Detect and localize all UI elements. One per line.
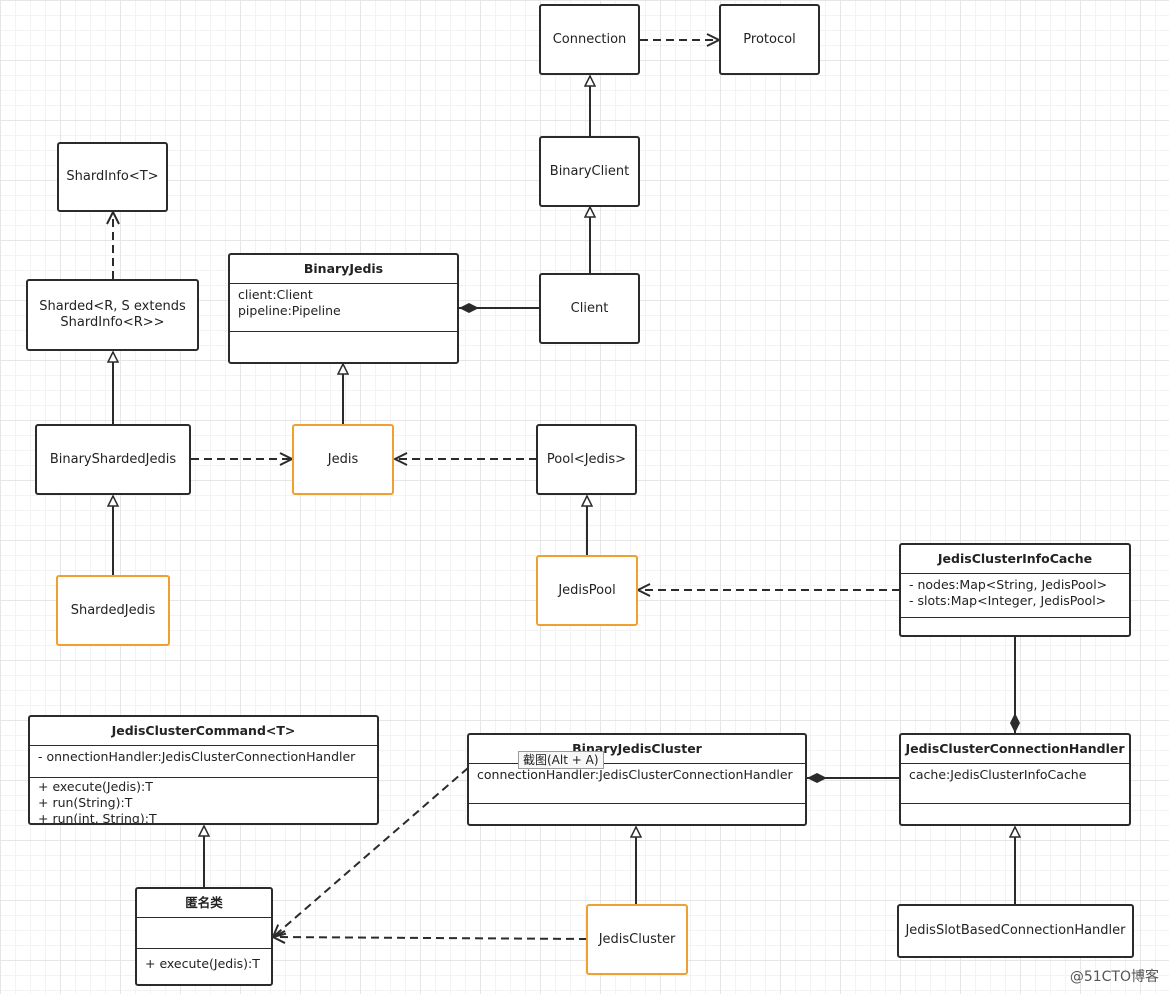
class-binary-cluster-attributes: connectionHandler:JedisClusterConnection… [469,763,805,803]
node-jedis-cluster-label: JedisCluster [598,931,676,947]
node-jedis-pool-label: JedisPool [558,582,616,598]
class-handler[interactable]: JedisClusterConnectionHandler cache:Jedi… [899,733,1131,826]
node-sharded-jedis[interactable]: ShardedJedis [56,575,170,646]
class-command-methods: + execute(Jedis):T + run(String):T + run… [30,777,377,823]
class-info-cache-name: JedisClusterInfoCache [937,551,1093,566]
class-handler-attributes: cache:JedisClusterInfoCache [901,763,1129,803]
node-binary-client[interactable]: BinaryClient [539,136,640,207]
class-command[interactable]: JedisClusterCommand<T> - onnectionHandle… [28,715,379,825]
class-anon[interactable]: 匿名类 + execute(Jedis):T [135,887,273,986]
class-info-cache[interactable]: JedisClusterInfoCache - nodes:Map<String… [899,543,1131,637]
node-sharded-jedis-label: ShardedJedis [70,602,156,618]
node-protocol[interactable]: Protocol [719,4,820,75]
node-client[interactable]: Client [539,273,640,344]
watermark: @51CTO博客 [1069,969,1159,985]
attribute: connectionHandler:JedisClusterConnection… [477,767,793,782]
class-info-cache-attributes: - nodes:Map<String, JedisPool> - slots:M… [901,573,1129,617]
attribute: - slots:Map<Integer, JedisPool> [909,593,1107,608]
node-pool-label: Pool<Jedis> [546,451,627,467]
class-command-name: JedisClusterCommand<T> [111,723,296,738]
class-handler-methods [901,803,1129,824]
attribute: client:Client [238,287,313,302]
method: + execute(Jedis):T [145,956,260,971]
node-sharded[interactable]: Sharded<R, S extends ShardInfo<R>> [26,279,199,351]
class-info-cache-methods [901,617,1129,635]
class-binary-jedis-attributes: client:Client pipeline:Pipeline [230,283,457,331]
node-connection-label: Connection [552,31,627,47]
node-jedis[interactable]: Jedis [292,424,394,495]
class-handler-name: JedisClusterConnectionHandler [905,741,1125,756]
class-binary-cluster[interactable]: BinaryJedisCluster connectionHandler:Jed… [467,733,807,826]
class-binary-jedis-name: BinaryJedis [303,261,384,276]
class-binary-jedis[interactable]: BinaryJedis client:Client pipeline:Pipel… [228,253,459,364]
attribute: cache:JedisClusterInfoCache [909,767,1087,782]
edge-binarycluster-anon [273,767,469,937]
node-jedis-label: Jedis [327,451,359,467]
class-binary-jedis-methods [230,331,457,362]
node-client-label: Client [570,300,609,316]
method: + execute(Jedis):T [38,779,153,794]
class-binary-cluster-name: BinaryJedisCluster [572,741,702,756]
node-slot-handler-label: JedisSlotBasedConnectionHandler [905,923,1126,938]
node-connection[interactable]: Connection [539,4,640,75]
node-binary-client-label: BinaryClient [549,163,630,179]
class-anon-name: 匿名类 [185,895,223,910]
node-sharded-label: Sharded<R, S extends ShardInfo<R>> [39,299,186,330]
class-binary-cluster-methods [469,803,805,824]
node-pool[interactable]: Pool<Jedis> [536,424,637,495]
node-slot-handler[interactable]: JedisSlotBasedConnectionHandler [897,904,1134,958]
attribute: - nodes:Map<String, JedisPool> [909,577,1108,592]
method: + run(int, String):T [38,811,157,823]
node-jedis-cluster[interactable]: JedisCluster [586,904,688,975]
method: + run(String):T [38,795,133,810]
node-binary-sharded-jedis[interactable]: BinaryShardedJedis [35,424,191,495]
attribute: pipeline:Pipeline [238,303,341,318]
node-shard-info[interactable]: ShardInfo<T> [57,142,168,212]
class-command-attributes: - onnectionHandler:JedisClusterConnectio… [30,745,377,777]
screenshot-tooltip: 截图(Alt + A) [518,751,604,769]
node-binary-sharded-jedis-label: BinaryShardedJedis [49,451,177,467]
node-jedis-pool[interactable]: JedisPool [536,555,638,626]
node-protocol-label: Protocol [743,31,796,47]
attribute: - onnectionHandler:JedisClusterConnectio… [38,749,356,764]
edge-jediscluster-anon [273,937,588,939]
class-anon-methods: + execute(Jedis):T [137,948,271,984]
node-shard-info-label: ShardInfo<T> [66,169,159,184]
class-anon-attributes [137,917,271,948]
